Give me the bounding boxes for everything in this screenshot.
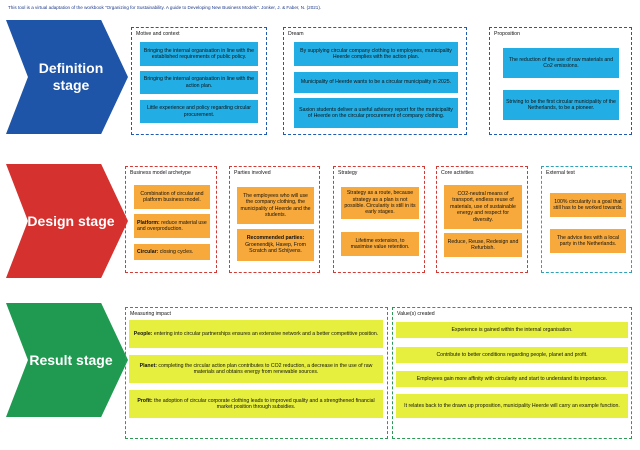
motive-card-1: Bringing the internal organisation in li… bbox=[140, 42, 258, 66]
platform-text: reduce material use and overproduction. bbox=[137, 219, 207, 232]
core-card-2: Reduce, Reuse, Redesign and Refurbish. bbox=[444, 233, 522, 257]
circular-text: closing cycles. bbox=[158, 248, 194, 255]
profit-text: the adoption of circular corporate cloth… bbox=[152, 397, 375, 410]
parties-card-2-text: Recommended parties: Groenendijk, Havep,… bbox=[240, 235, 311, 254]
dream-title: Dream bbox=[288, 31, 304, 37]
strategy-card-2: Lifetime extension, to maximise value re… bbox=[341, 232, 419, 256]
external-card-1: 100% circularity is a goal that still ha… bbox=[550, 193, 626, 217]
impact-people-text: People: entering into circular partnersh… bbox=[134, 331, 379, 337]
archetype-card-3: Circular: closing cycles. bbox=[134, 244, 210, 260]
value-card-1: Experience is gained within the internal… bbox=[396, 322, 628, 338]
design-stage-arrow: Design stage bbox=[6, 164, 128, 278]
parties-frame: Parties involved The employees who will … bbox=[229, 166, 320, 273]
external-test-title: External test bbox=[546, 170, 575, 176]
definition-stage-arrow: Definition stage bbox=[6, 20, 128, 134]
archetype-card-3-text: Circular: closing cycles. bbox=[137, 249, 193, 255]
dream-frame: Dream By supplying circular company clot… bbox=[283, 27, 467, 135]
result-stage-arrow: Result stage bbox=[6, 303, 128, 417]
dream-card-1: By supplying circular company clothing t… bbox=[294, 42, 458, 66]
people-label: People: bbox=[133, 330, 153, 337]
value-card-3: Employees gain more affinity with circul… bbox=[396, 371, 628, 387]
values-created-frame: Value(s) created Experience is gained wi… bbox=[392, 307, 632, 439]
proposition-card-1: The reduction of the use of raw material… bbox=[503, 48, 619, 78]
measuring-impact-frame: Measuring impact People: entering into c… bbox=[125, 307, 388, 439]
value-card-4: It relates back to the drawn up proposit… bbox=[396, 394, 628, 418]
archetype-card-1: Combination of circular and platform bus… bbox=[134, 185, 210, 209]
external-card-2: The advice ties with a local party in th… bbox=[550, 229, 626, 253]
impact-planet-card: Planet: completing the circular action p… bbox=[129, 355, 383, 383]
dream-card-2: Municipality of Heerde wants to be a cir… bbox=[294, 72, 458, 93]
archetype-title: Business model archetype bbox=[130, 170, 191, 176]
strategy-card-1: Strategy as a route, because strategy as… bbox=[341, 187, 419, 219]
proposition-title: Proposition bbox=[494, 31, 520, 37]
parties-card-1: The employees who will use the company c… bbox=[237, 187, 314, 224]
source-note: This tool is a virtual adaptation of the… bbox=[8, 5, 322, 10]
core-activities-title: Core activities bbox=[441, 170, 474, 176]
definition-stage-label: Definition stage bbox=[38, 60, 104, 93]
motive-context-frame: Motive and context Bringing the internal… bbox=[131, 27, 267, 135]
core-activities-frame: Core activities CO2-neutral means of tra… bbox=[436, 166, 528, 273]
archetype-card-2: Platform: reduce material use and overpr… bbox=[134, 214, 210, 238]
recommended-text: Groenendijk, Havep, From Scratch and Sch… bbox=[245, 241, 306, 255]
strategy-title: Strategy bbox=[338, 170, 358, 176]
impact-profit-card: Profit: the adoption of circular corpora… bbox=[129, 390, 383, 418]
impact-people-card: People: entering into circular partnersh… bbox=[129, 320, 383, 348]
measuring-impact-title: Measuring impact bbox=[130, 311, 171, 317]
core-card-1: CO2-neutral means of transport, endless … bbox=[444, 185, 522, 229]
dream-card-3: Saxion students deliver a useful advisor… bbox=[294, 98, 458, 128]
external-test-frame: External test 100% circularity is a goal… bbox=[541, 166, 632, 273]
impact-planet-text: Planet: completing the circular action p… bbox=[132, 363, 380, 376]
people-text: entering into circular partnerships ensu… bbox=[152, 330, 379, 337]
design-stage-label: Design stage bbox=[27, 212, 115, 229]
recommended-label: Recommended parties: bbox=[246, 235, 305, 242]
motive-card-3: Little experience and policy regarding c… bbox=[140, 100, 258, 123]
result-stage-label: Result stage bbox=[29, 351, 113, 368]
profit-label: Profit: bbox=[137, 397, 153, 404]
archetype-card-2-text: Platform: reduce material use and overpr… bbox=[137, 220, 207, 233]
parties-title: Parties involved bbox=[234, 170, 271, 176]
value-card-2: Contribute to better conditions regardin… bbox=[396, 347, 628, 363]
planet-text: completing the circular action plan cont… bbox=[156, 362, 373, 375]
archetype-frame: Business model archetype Combination of … bbox=[125, 166, 217, 273]
planet-label: Planet: bbox=[139, 362, 157, 369]
parties-card-2: Recommended parties: Groenendijk, Havep,… bbox=[237, 229, 314, 261]
values-created-title: Value(s) created bbox=[397, 311, 435, 317]
proposition-card-2: Striving to be the first circular munici… bbox=[503, 90, 619, 120]
impact-profit-text: Profit: the adoption of circular corpora… bbox=[132, 398, 380, 411]
circular-label: Circular: bbox=[137, 248, 159, 255]
platform-label: Platform: bbox=[137, 219, 160, 226]
motive-card-2: Bringing the internal organisation in li… bbox=[140, 71, 258, 94]
motive-context-title: Motive and context bbox=[136, 31, 180, 37]
proposition-frame: Proposition The reduction of the use of … bbox=[489, 27, 632, 135]
strategy-frame: Strategy Strategy as a route, because st… bbox=[333, 166, 425, 273]
